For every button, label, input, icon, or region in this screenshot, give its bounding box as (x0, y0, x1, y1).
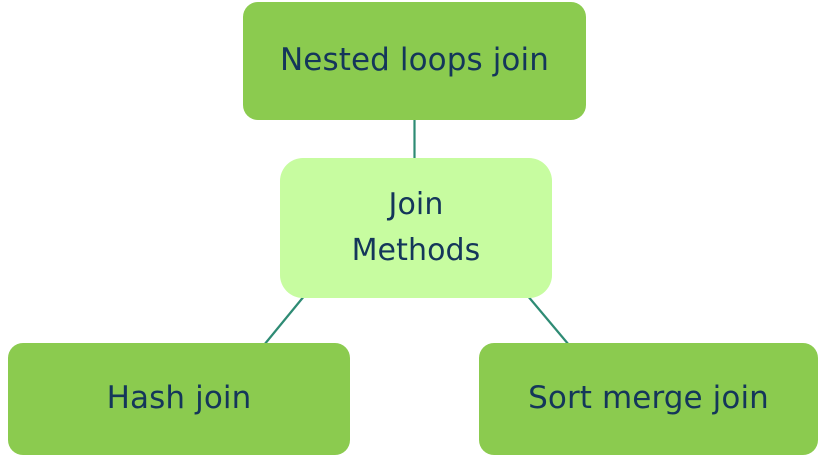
node-join-methods-label: Join Methods (351, 187, 481, 268)
node-hash-join-label: Hash join (106, 380, 252, 417)
node-nested-loops-join-label: Nested loops join (280, 42, 549, 79)
node-join-methods[interactable]: Join Methods (280, 158, 552, 298)
node-sort-merge-join[interactable]: Sort merge join (479, 343, 818, 455)
node-hash-join[interactable]: Hash join (8, 343, 350, 455)
node-nested-loops-join[interactable]: Nested loops join (243, 2, 586, 120)
node-sort-merge-join-label: Sort merge join (528, 380, 769, 417)
connector-center-to-hash-icon (263, 294, 306, 346)
connector-center-to-sort-merge-icon (526, 294, 570, 346)
